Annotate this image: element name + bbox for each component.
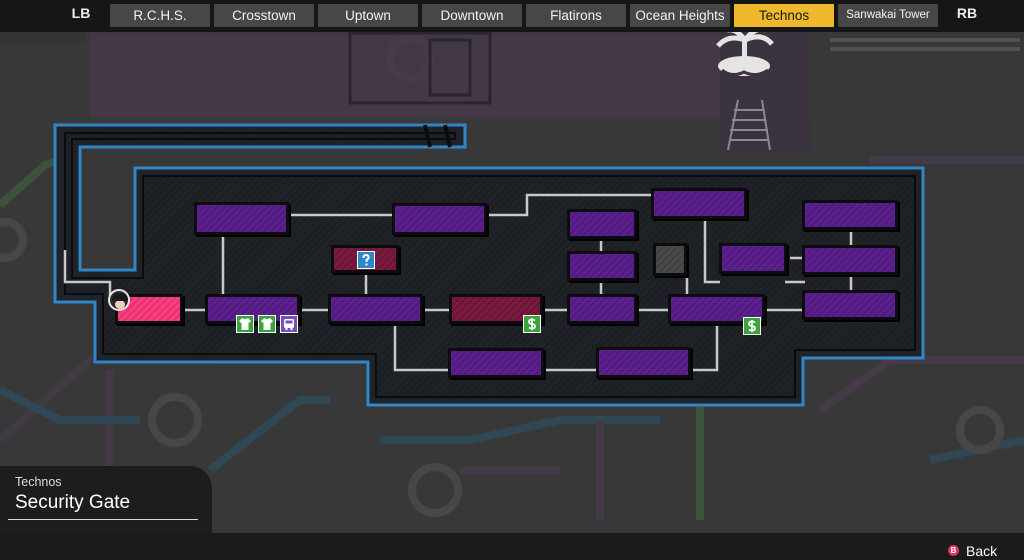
room-far-right-b [802,245,898,275]
room-r1c6 [719,243,787,274]
room-dark-gray [653,243,687,276]
question-mark-icon[interactable] [357,251,375,269]
room-bottom-b [596,347,691,378]
room-r2c2 [328,294,423,324]
back-button[interactable]: Back [966,543,998,559]
room-col4-a [567,209,637,239]
tab-rchs[interactable]: R.C.H.S. [110,4,210,27]
clothing-shop-icon[interactable] [258,315,276,333]
player-avatar-icon [108,289,130,311]
room-far-right-a [802,200,898,230]
clothing-shop-icon[interactable] [236,315,254,333]
adjacent-region-background [90,26,810,153]
room-r2c4 [567,294,637,324]
room-r2c5 [668,294,765,324]
money-shop-icon[interactable] [743,317,761,335]
tab-crosstown[interactable]: Crosstown [214,4,314,27]
room-bottom-a [448,348,544,378]
room-r1c1 [194,202,289,235]
tab-uptown[interactable]: Uptown [318,4,418,27]
tab-downtown[interactable]: Downtown [422,4,522,27]
tab-sanwakai-tower[interactable]: Sanwakai Tower [838,4,938,27]
rb-shoulder-button[interactable]: RB [956,5,978,21]
tab-technos[interactable]: Technos [734,4,834,27]
district-name: Technos [15,475,62,489]
room-current [115,294,183,324]
railway-track-icon [727,99,771,151]
location-underline [8,519,198,520]
island-palm-icon [716,26,774,77]
tab-ocean-heights[interactable]: Ocean Heights [630,4,730,27]
room-top-right [651,188,747,219]
lb-shoulder-button[interactable]: LB [71,5,91,21]
tab-flatirons[interactable]: Flatirons [526,4,626,27]
room-r2c6 [802,290,898,320]
room-r1c2 [392,203,487,235]
footer-bar [0,533,1024,560]
b-button-icon[interactable]: B [948,545,959,556]
location-name: Security Gate [15,492,131,513]
district-tab-bar: LB R.C.H.S. Crosstown Uptown Downtown Fl… [0,0,1024,32]
room-col4-b [567,251,637,281]
corridor-lines [63,193,853,372]
bus-stop-icon[interactable] [280,315,298,333]
money-shop-icon[interactable] [523,315,541,333]
